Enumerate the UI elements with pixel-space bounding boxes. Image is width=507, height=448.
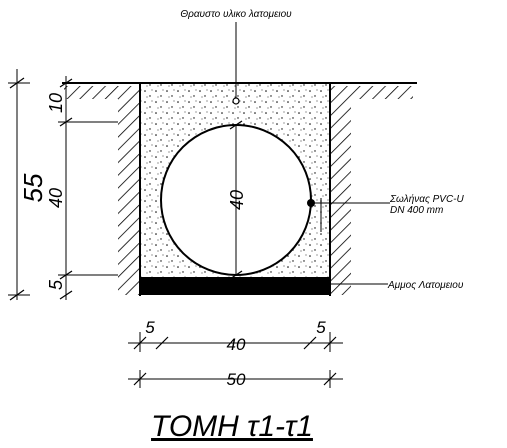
soil-hatch-top-left	[64, 86, 139, 99]
total-width-tick-right	[323, 372, 337, 386]
pipe-diameter-tick-top	[229, 120, 243, 130]
top-material-label: Θραυστο υλικο λατομειου	[180, 9, 292, 20]
total-width-tick-left	[133, 372, 147, 386]
bed-depth-value: 5	[46, 279, 66, 290]
pipe-label-line1: Σωλήνας PVC-U	[389, 193, 464, 205]
section-title: ΤΟΜΗ τ1-τ1	[151, 410, 313, 443]
width-chain-tick-3	[303, 336, 317, 350]
soil-hatch-top-right	[331, 86, 413, 99]
side-left-value: 5	[145, 318, 155, 337]
total-width-value: 50	[227, 370, 246, 389]
width-chain-tick-2	[155, 336, 169, 350]
segment-tick-top	[59, 78, 73, 88]
pipe-diameter-value: 40	[227, 190, 247, 210]
width-chain-tick-4	[323, 336, 337, 350]
pipe-diameter-tick-bottom	[229, 270, 243, 280]
pipe-zone-value: 40	[46, 188, 66, 208]
cover-depth-value: 10	[46, 93, 66, 113]
width-chain-tick-1	[133, 336, 147, 350]
inner-width-value: 40	[227, 335, 246, 354]
top-material-leader-dot	[232, 97, 240, 105]
soil-hatch-left-wall	[118, 99, 139, 295]
side-right-value: 5	[316, 318, 326, 337]
segment-tick-bottom	[59, 290, 73, 300]
soil-hatch-right-wall	[331, 99, 351, 295]
bedding-label: Αμμος Λατομειου	[387, 280, 464, 291]
pipe-label-line2: DN 400 mm	[390, 205, 443, 216]
total-depth-value: 55	[18, 173, 48, 202]
sand-bedding-layer	[140, 277, 330, 295]
